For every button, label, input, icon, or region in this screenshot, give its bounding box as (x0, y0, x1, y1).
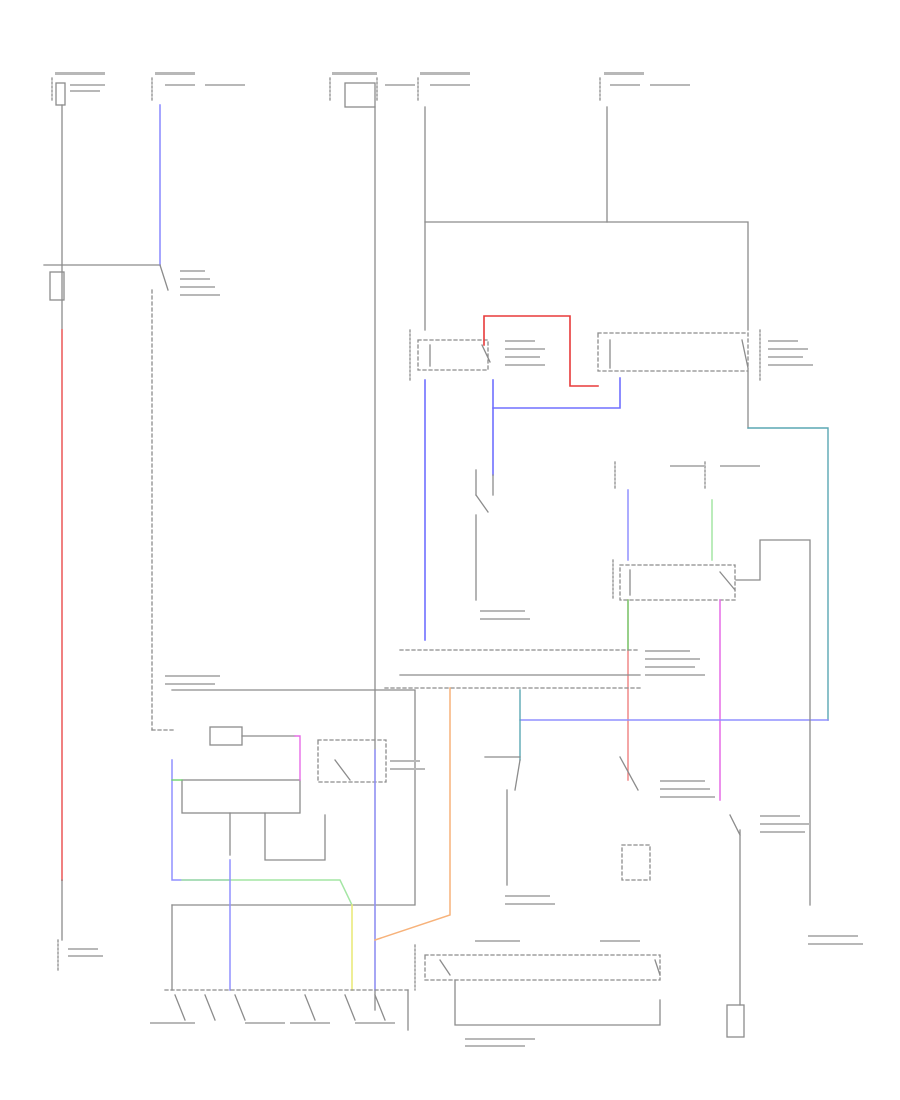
top-bus (424, 221, 749, 331)
bottom-switch-bank (164, 904, 409, 1031)
blower-control-block (171, 689, 416, 906)
relay-main-left (409, 329, 491, 381)
bus-connector (384, 649, 641, 689)
bottom-long-relay (414, 944, 661, 1026)
blue-relay-wires (424, 377, 621, 641)
orange-wire (374, 687, 451, 941)
pressure-switch (475, 469, 494, 601)
relay-right-lower (612, 539, 811, 721)
relay-lower-middle (484, 756, 741, 1006)
switch-left-top (151, 264, 176, 731)
fuse-block-3 (329, 77, 378, 108)
magenta-short-top (294, 735, 301, 781)
red-jumper (483, 315, 599, 387)
ground-box-right (726, 1004, 745, 1038)
left-fuse-link (43, 264, 161, 301)
faint-labels (55, 72, 863, 1047)
green-lower-mid (181, 879, 354, 907)
relay-main-right (597, 329, 761, 381)
blue-lower-left (171, 759, 231, 881)
fuse-block-1 (51, 77, 66, 106)
